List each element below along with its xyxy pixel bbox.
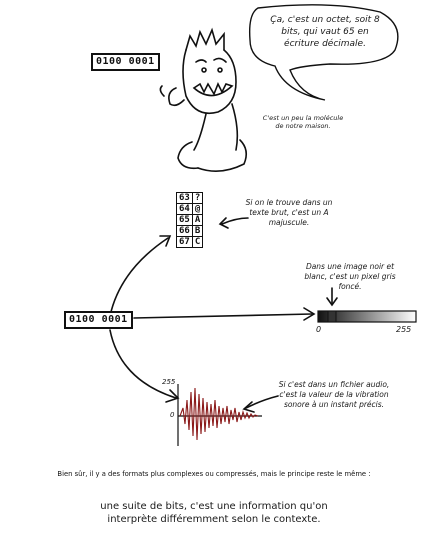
arrows [109, 217, 338, 413]
table-row: 64@ [176, 203, 204, 215]
ascii-char: ? [191, 192, 204, 204]
byte-box-top: 0100 0001 [91, 53, 160, 71]
ascii-code: 65 [176, 214, 193, 226]
ascii-char: @ [191, 203, 204, 215]
byte-box-center: 0100 0001 [64, 311, 133, 329]
audio-waveform [177, 384, 262, 446]
text-interpretation-note: Si on le trouve dans un texte brut, c'es… [245, 198, 333, 227]
character-note: C'est un peu la molécule de notre maison… [262, 114, 344, 130]
ascii-char: B [191, 225, 204, 237]
gradient-max-label: 255 [396, 325, 412, 334]
gradient-min-label: 0 [316, 325, 322, 334]
ascii-code: 67 [176, 236, 193, 248]
footer-conclusion: une suite de bits, c'est une information… [100, 501, 328, 525]
speech-bubble-outline [248, 4, 399, 101]
audio-interpretation-note: Si c'est dans un fichier audio, c'est la… [278, 380, 390, 409]
speech-bubble-text: Ça, c'est un octet, soit 8 bits, qui vau… [270, 15, 380, 49]
gray-pixel-marker [327, 310, 337, 323]
ascii-code: 66 [176, 225, 193, 237]
table-row: 63? [176, 192, 204, 204]
audio-axis-max-label: 255 [162, 378, 176, 386]
footer-caption: Bien sûr, il y a des formats plus comple… [57, 470, 371, 478]
ascii-char: C [191, 236, 204, 248]
ascii-char: A [191, 214, 204, 226]
grayscale-gradient-bar [317, 310, 417, 323]
ascii-code: 63 [176, 192, 193, 204]
audio-axis-zero-label: 0 [170, 411, 175, 419]
ascii-code: 64 [176, 203, 193, 215]
image-interpretation-note: Dans une image noir et blanc, c'est un p… [304, 262, 396, 291]
cartoon-character [159, 27, 248, 172]
